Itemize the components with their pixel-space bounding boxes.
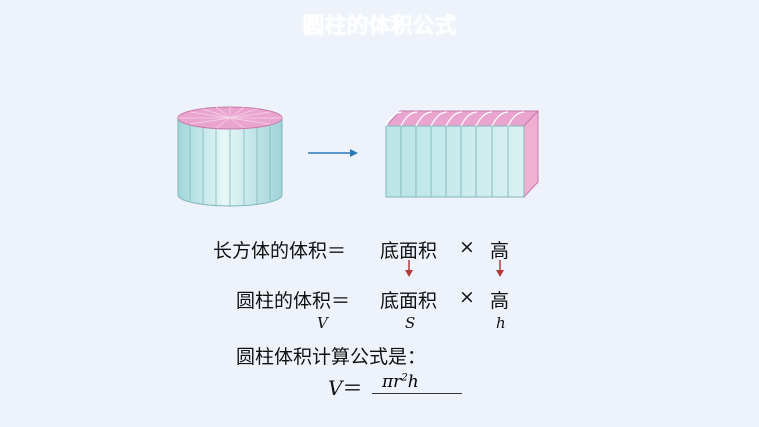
cuboid-figure [384,109,540,199]
cuboid-height: 高 [490,240,510,262]
cylinder-base-area: 底面积 [380,290,438,312]
formula-lhs: V＝ [328,372,362,401]
formula-variable: V [328,376,343,400]
symbol-height: h [496,314,506,332]
formula-equals: ＝ [342,376,363,400]
formula-answer-exponent: 2 [401,372,408,384]
cuboid-side [523,109,539,199]
cylinder-volume-label: 圆柱的体积＝ [236,290,351,312]
formula-answer-main: πr [382,372,402,392]
page-title: 圆柱的体积公式 [302,14,457,39]
correspondence-arrows [405,260,504,277]
cuboid-volume-label: 长方体的体积＝ [213,240,347,262]
symbol-volume: V [317,314,328,332]
formula-answer-tail: h [407,372,419,392]
cuboid-front [385,125,525,198]
symbol-base: S [405,314,416,332]
formula-answer-blank: πr2h [372,372,462,394]
cylinder-slices [189,123,271,207]
formula-intro: 圆柱体积计算公式是： [236,346,427,368]
transform-arrow [308,149,358,157]
cylinder-height: 高 [490,290,510,312]
cylinder-figure [177,106,283,207]
cuboid-base-area: 底面积 [380,240,438,262]
cylinder-times: × [459,286,475,308]
cuboid-times: × [459,236,475,258]
